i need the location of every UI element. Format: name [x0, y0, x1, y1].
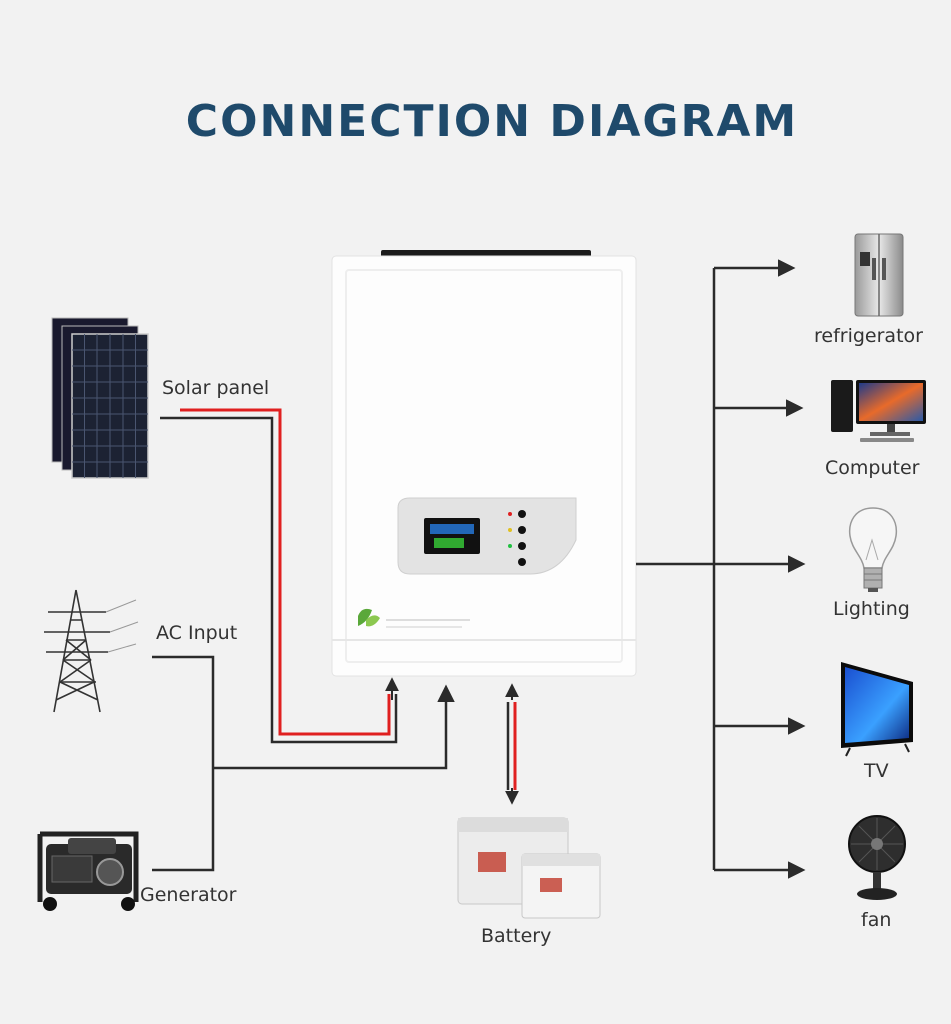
ac-generator-wire	[152, 655, 455, 872]
tv-icon	[841, 662, 913, 757]
inverter-button	[518, 526, 526, 534]
inverter-body	[331, 255, 637, 677]
inverter-control-panel	[397, 497, 577, 575]
load-wires	[636, 259, 806, 879]
inverter	[331, 250, 637, 677]
lighting-label: Lighting	[833, 598, 910, 620]
generator-label: Generator	[140, 884, 237, 906]
fan-label: fan	[861, 909, 892, 931]
refrigerator-icon	[854, 233, 904, 317]
diagram-title: CONNECTION DIAGRAM	[185, 96, 799, 147]
fan-icon	[848, 815, 906, 900]
solar-wire	[160, 408, 399, 744]
solar-panel-label: Solar panel	[162, 377, 270, 399]
inverter-button	[518, 542, 526, 550]
computer-icon	[831, 380, 926, 442]
tv-label: TV	[864, 760, 889, 782]
refrigerator-label: refrigerator	[814, 325, 923, 347]
battery-icon	[457, 817, 601, 919]
status-led-icon	[508, 544, 512, 548]
status-led-icon	[508, 528, 512, 532]
solar-panel-icon	[51, 317, 149, 479]
status-led-icon	[508, 512, 512, 516]
ac-input-label: AC Input	[156, 622, 238, 644]
leaf-logo-icon	[358, 608, 372, 626]
inverter-button	[518, 558, 526, 566]
inverter-button	[518, 510, 526, 518]
light-bulb-icon	[848, 507, 898, 592]
transmission-tower-icon	[44, 589, 139, 713]
computer-label: Computer	[825, 457, 920, 479]
battery-wire	[505, 683, 519, 805]
inverter-lcd-screen	[424, 518, 480, 554]
battery-label: Battery	[481, 925, 552, 947]
generator-icon	[37, 831, 139, 911]
